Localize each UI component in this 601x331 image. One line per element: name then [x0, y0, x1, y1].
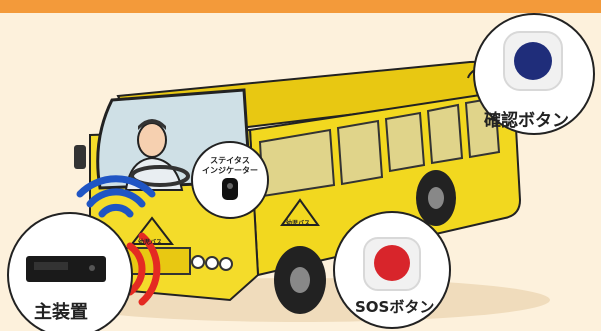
status-indicator-label-line2: インジケーター	[202, 166, 258, 175]
side-window-1	[260, 130, 334, 196]
rear-hub	[428, 187, 444, 209]
confirm-button-icon	[514, 42, 552, 80]
confirm-button-label: 確認ボタン	[484, 106, 569, 131]
side-trim	[336, 186, 372, 196]
status-indicator-label-line1: ステイタス	[210, 156, 250, 165]
main-unit-label: 主装置	[34, 298, 88, 324]
headlight-1	[192, 256, 204, 268]
front-hub	[290, 267, 310, 293]
headlight-2	[206, 257, 218, 269]
sos-button-label: SOSボタン	[355, 296, 434, 317]
side-window-4	[428, 105, 462, 163]
status-indicator-label: ステイタス インジケーター	[200, 156, 260, 176]
sos-button-icon	[374, 245, 410, 281]
front-sign-label: 幼児バス	[138, 237, 162, 246]
side-window-2	[338, 121, 382, 184]
side-window-3	[386, 113, 424, 171]
left-mirror	[74, 145, 86, 169]
driver-head	[138, 123, 166, 157]
headlight-3	[220, 258, 232, 270]
side-sign-label: 幼児バス	[286, 218, 310, 227]
